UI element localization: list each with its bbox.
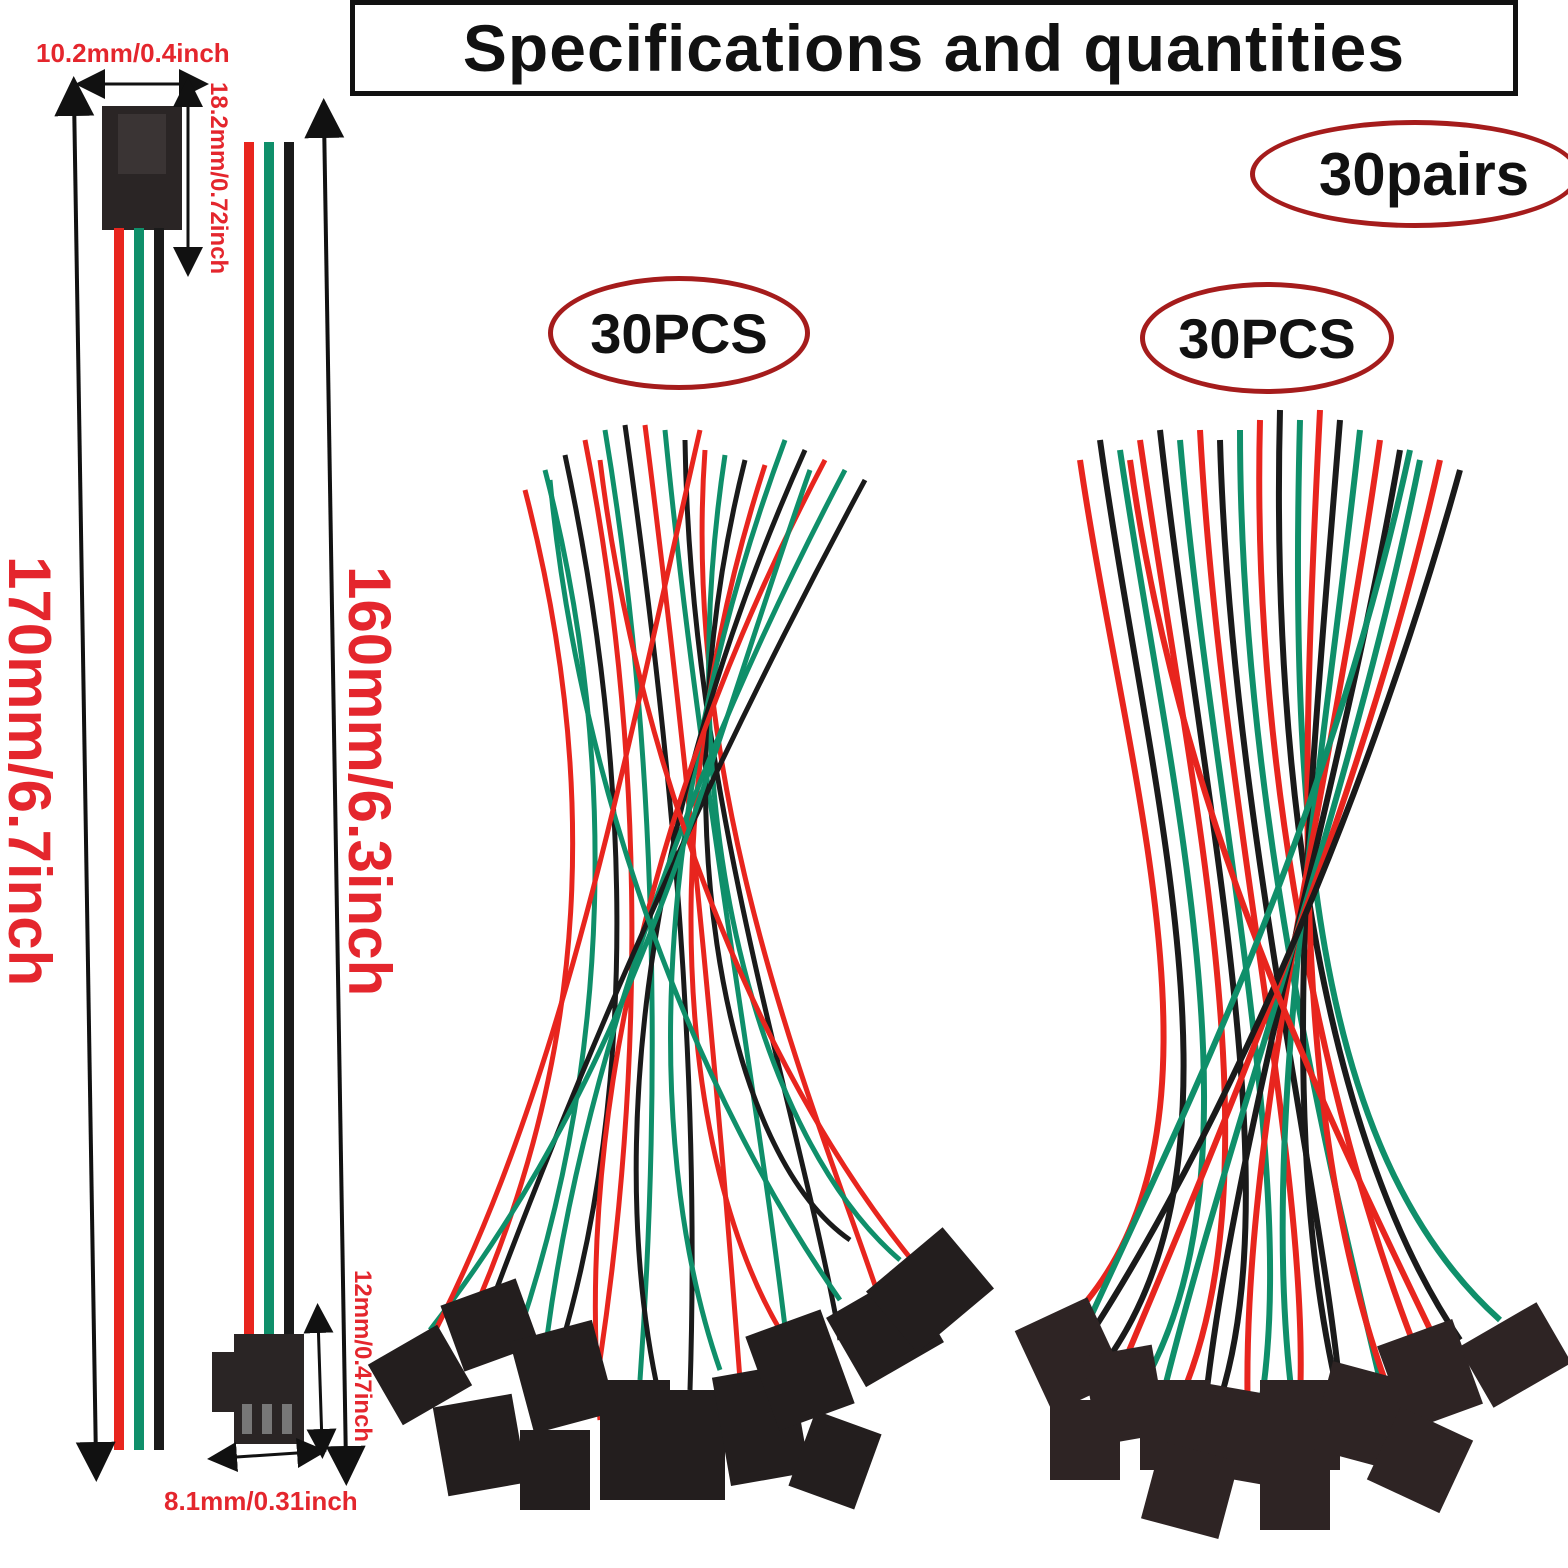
female-cable — [102, 106, 182, 1450]
dim-arrow-height-male — [303, 1303, 337, 1459]
title-box: Specifications and quantities — [350, 0, 1518, 96]
pcs-badge-left: 30PCS — [548, 276, 810, 390]
dim-arrow-width-male — [207, 1438, 327, 1472]
dim-label-height-female: 18.2mm/0.72inch — [205, 82, 232, 275]
dim-label-width-female: 10.2mm/0.4inch — [36, 38, 230, 68]
pcs-badge-right-label: 30PCS — [1178, 306, 1356, 370]
dim-label-length-female: 170mm/6.7inch — [0, 556, 63, 987]
dim-label-width-male: 8.1mm/0.31inch — [164, 1486, 358, 1516]
pcs-badge-left-label: 30PCS — [590, 301, 768, 365]
cable-bundle-right — [1057, 409, 1503, 1461]
pairs-badge: 30pairs — [1250, 120, 1568, 228]
dim-arrow-length-female — [54, 76, 116, 1482]
connector-pile-left — [367, 1227, 995, 1510]
male-cable — [212, 142, 304, 1444]
dim-arrow-length-male — [304, 98, 366, 1486]
page-title: Specifications and quantities — [462, 11, 1406, 85]
dim-label-length-male: 160mm/6.3inch — [336, 566, 403, 997]
dim-label-height-male: 12mm/0.47inch — [349, 1270, 376, 1443]
connector-pile-right — [1014, 1297, 1568, 1539]
pcs-badge-right: 30PCS — [1140, 282, 1394, 394]
cable-bundle-left — [417, 424, 922, 1421]
pairs-badge-label: 30pairs — [1318, 140, 1530, 208]
